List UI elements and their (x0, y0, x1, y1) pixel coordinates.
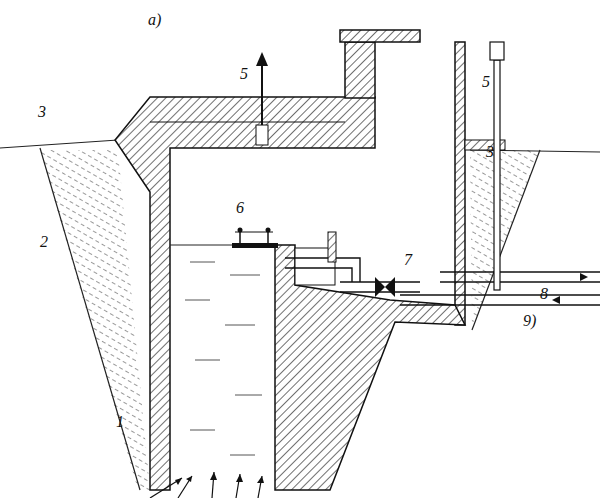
callout-number: 1 (116, 414, 124, 430)
callout-number: 5 (240, 66, 248, 82)
callout-number: 5 (482, 74, 490, 90)
callout-number: 7 (404, 252, 412, 268)
callout-number: 2 (40, 234, 48, 250)
callout-number: 3 (38, 104, 46, 120)
callout-number: а) (148, 12, 161, 28)
callout-number: 6 (236, 200, 244, 216)
callout-number: 8 (540, 286, 548, 302)
callout-number: 3 (486, 144, 494, 160)
callout-number: 9) (523, 313, 536, 329)
